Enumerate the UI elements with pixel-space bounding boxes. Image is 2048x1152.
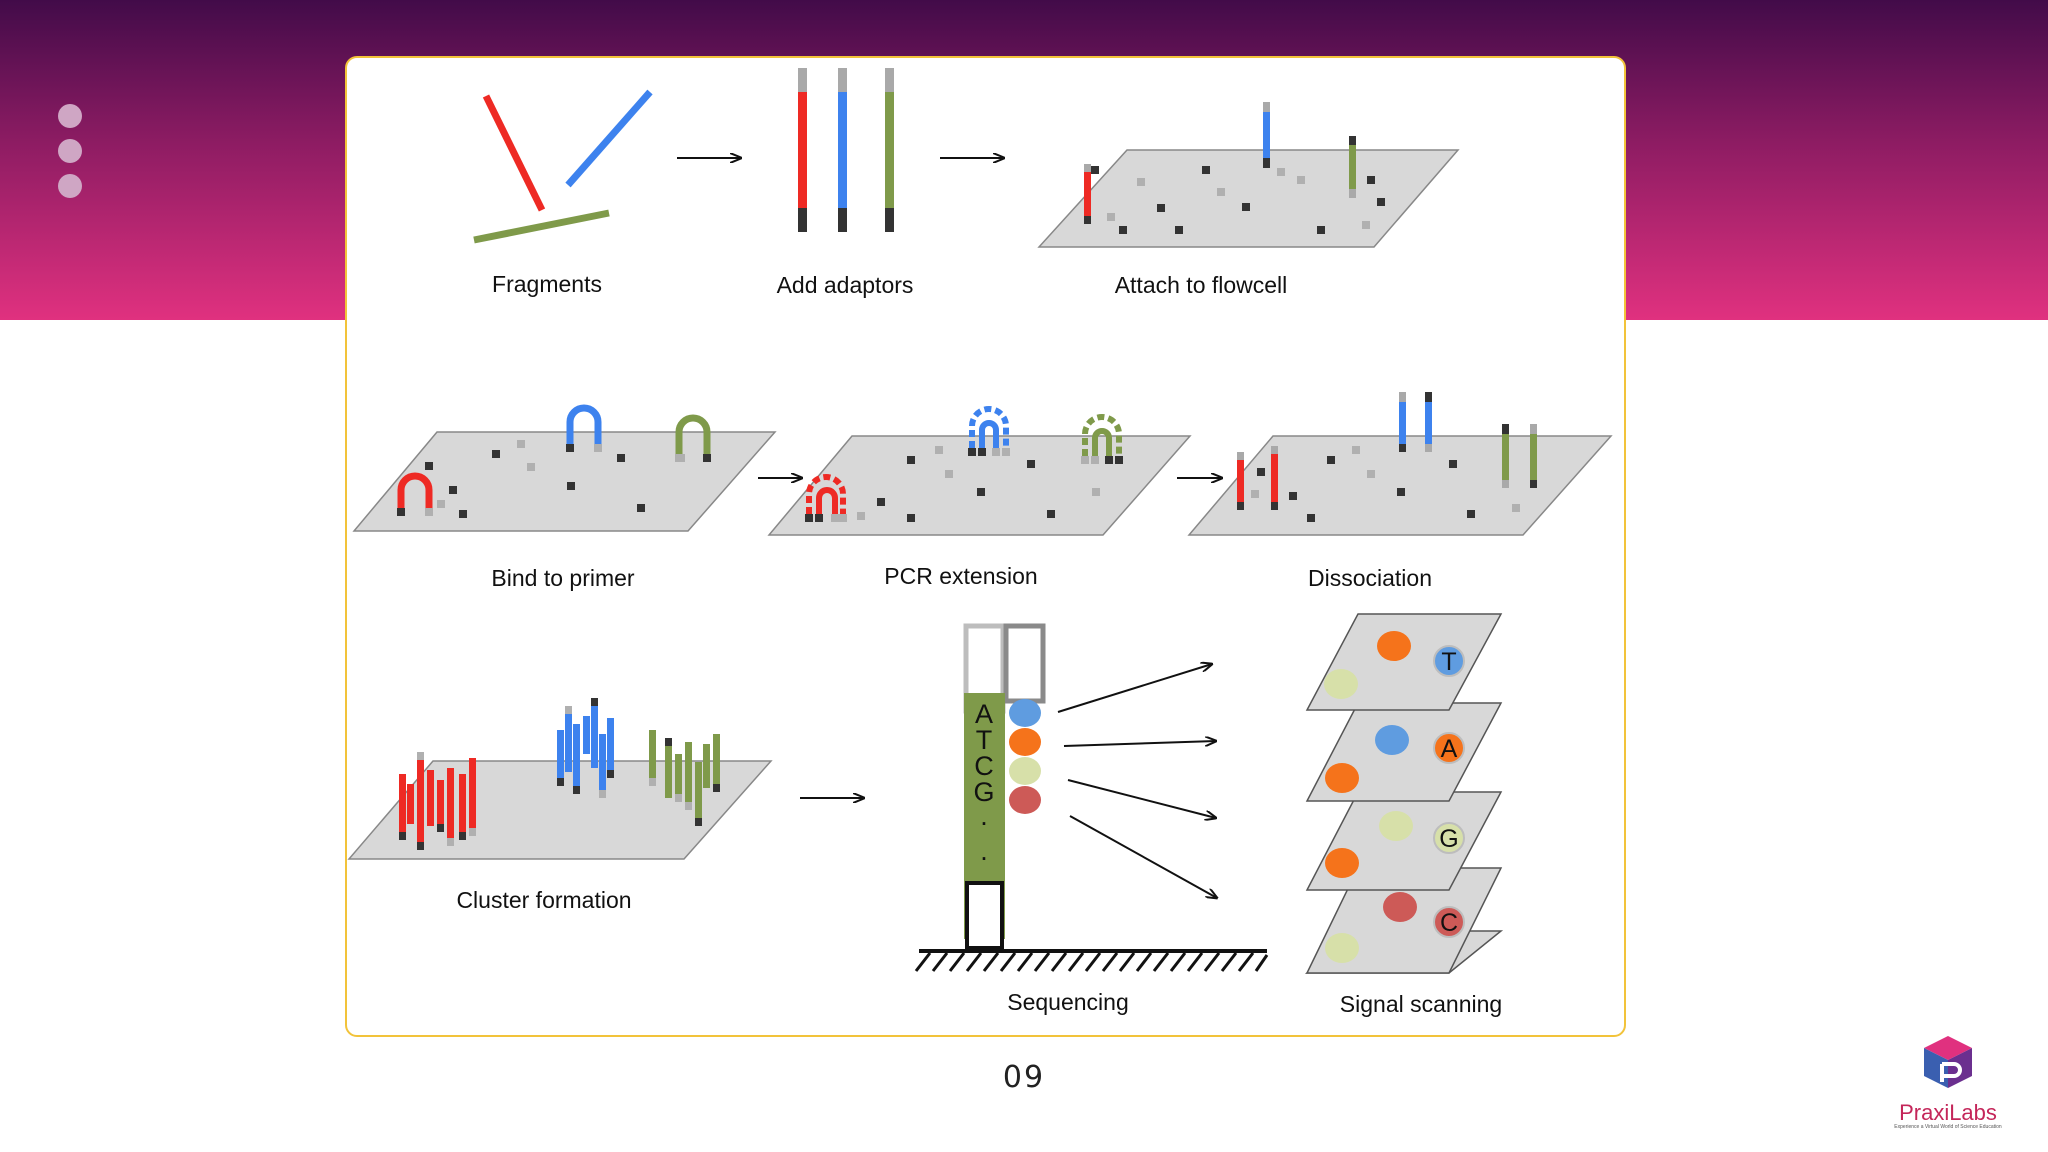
menu-dots-icon[interactable] (58, 104, 82, 209)
arrow-icon (1063, 741, 1216, 747)
sequence-letter: A (975, 699, 993, 729)
label-add-adaptors: Add adaptors (777, 272, 914, 298)
flowcell-cluster (347, 698, 773, 860)
fragment-red (482, 94, 546, 212)
arrow-icon (1057, 664, 1212, 713)
diagram-card: Fragments Add adaptors (345, 56, 1626, 1037)
sequencing-illustration (914, 623, 1269, 972)
flowcell-bind (352, 404, 777, 532)
flowcell-pcr (767, 406, 1192, 536)
label-sequencing: Sequencing (1007, 989, 1129, 1015)
signal-badge-c (1433, 906, 1465, 938)
label-cluster-formation: Cluster formation (456, 887, 631, 913)
sequence-letter: · (980, 842, 989, 872)
fragments-illustration (473, 89, 653, 244)
signal-scanning-stack (1304, 613, 1504, 974)
label-dissociation: Dissociation (1308, 565, 1432, 591)
signal-badge-t (1433, 645, 1465, 677)
signal-letter: C (1440, 909, 1458, 937)
nucleotide-g (1009, 786, 1041, 814)
sequence-letter: · (980, 807, 989, 837)
signal-badge-a (1433, 732, 1465, 764)
menu-dot (58, 174, 82, 198)
signal-badge-g (1433, 822, 1465, 854)
signal-letter: A (1441, 735, 1458, 763)
sequence-letter: T (976, 725, 993, 755)
fragment-green (473, 209, 610, 244)
flowcell-attach (1037, 102, 1460, 248)
nucleotide-t (1009, 728, 1041, 756)
label-bind-primer: Bind to primer (491, 565, 635, 591)
menu-dot (58, 104, 82, 128)
label-fragments: Fragments (492, 271, 602, 297)
label-attach-flowcell: Attach to flowcell (1115, 272, 1288, 298)
sequence-letter: C (974, 751, 994, 781)
brand-name: PraxiLabs (1899, 1100, 1997, 1125)
ngs-diagram: Fragments Add adaptors (347, 68, 1613, 1017)
cube-logo-icon (1924, 1036, 1972, 1088)
signal-letter: T (1441, 648, 1456, 676)
label-pcr-extension: PCR extension (884, 563, 1037, 589)
flowcell-dissociation (1187, 392, 1613, 536)
arrow-icon (1067, 779, 1216, 818)
adaptors-illustration (798, 68, 894, 232)
fragment-blue (565, 89, 653, 188)
brand-tagline: Experience a Virtual World of Science Ed… (1894, 1124, 2002, 1130)
nucleotide-c (1009, 757, 1041, 785)
praxilabs-logo: PraxiLabs Experience a Virtual World of … (1888, 1030, 2008, 1130)
nucleotide-a (1009, 699, 1041, 727)
arrow-icon (1069, 815, 1217, 898)
sequence-letter: G (973, 777, 994, 807)
label-signal-scanning: Signal scanning (1340, 991, 1502, 1017)
menu-dot (58, 139, 82, 163)
signal-letter: G (1439, 825, 1458, 853)
page-number: 09 (1002, 1060, 1046, 1095)
